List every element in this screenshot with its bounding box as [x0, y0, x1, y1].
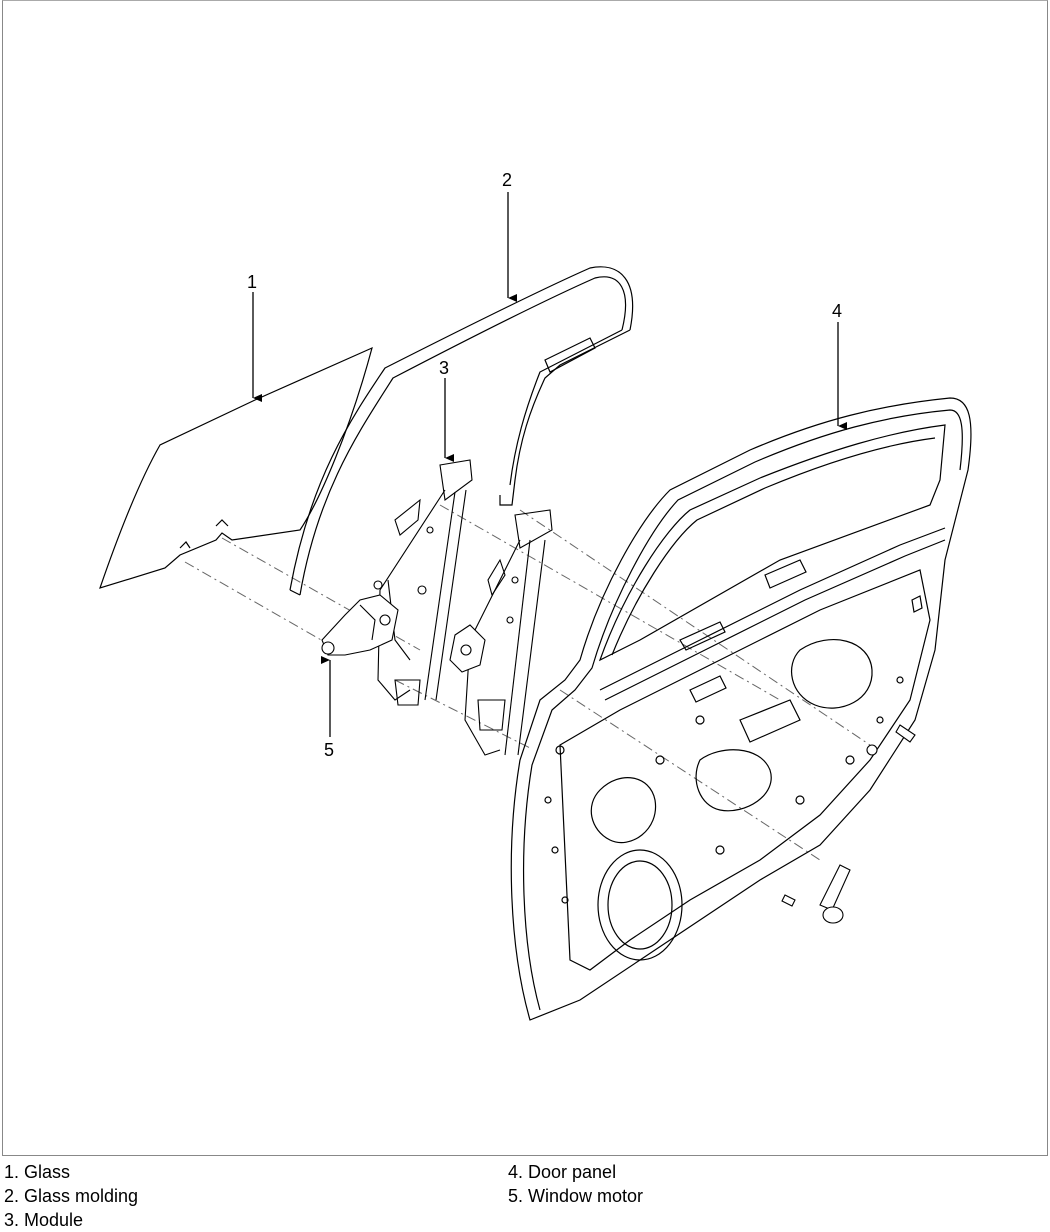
- parts-legend: 1. Glass 2. Glass molding 3. Module 4. D…: [0, 1160, 1050, 1231]
- exploded-door-diagram: 1 2 3 4 5: [99, 170, 972, 1021]
- figure-frame: [2, 0, 1048, 1156]
- legend-item-glass-molding: 2. Glass molding: [4, 1186, 139, 1206]
- door-panel-part: [510, 397, 972, 1021]
- legend-column-right: 4. Door panel 5. Window motor: [508, 1160, 643, 1208]
- legend-column-left: 1. Glass 2. Glass molding 3. Module: [4, 1160, 138, 1232]
- fasteners: [781, 724, 916, 924]
- legend-item-module: 3. Module: [4, 1210, 84, 1230]
- callout-2: 2: [502, 170, 512, 190]
- glass-part: [99, 346, 373, 589]
- module-part: [377, 459, 553, 756]
- window-motor-part: [321, 580, 486, 673]
- callout-4: 4: [832, 301, 842, 321]
- callout-1: 1: [247, 272, 257, 292]
- callout-5: 5: [324, 740, 334, 760]
- legend-item-glass: 1. Glass: [4, 1162, 71, 1182]
- legend-item-window-motor: 5. Window motor: [508, 1186, 644, 1206]
- glass-molding-part: [289, 266, 634, 596]
- legend-item-door-panel: 4. Door panel: [508, 1162, 617, 1182]
- leader-arrows: [252, 192, 847, 737]
- callout-3: 3: [439, 358, 449, 378]
